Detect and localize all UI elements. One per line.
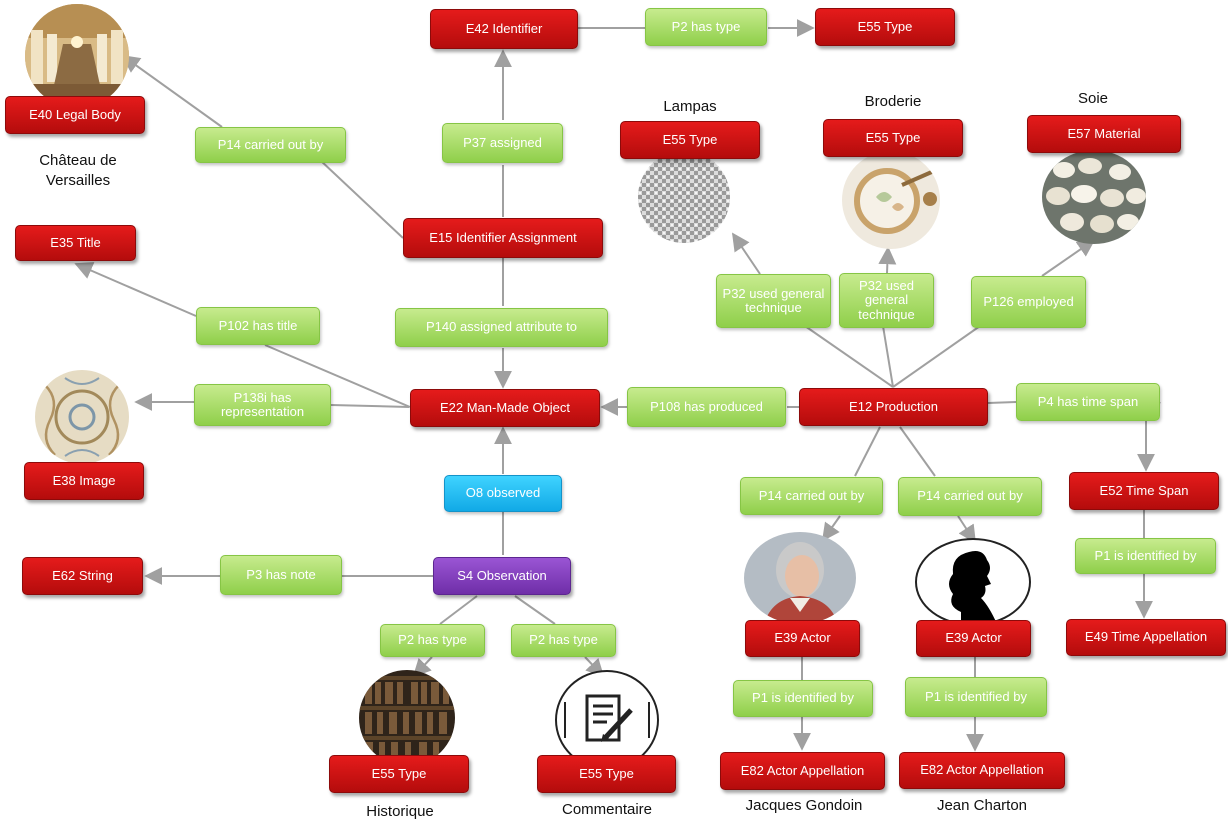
caption-commentaire: Commentaire: [561, 801, 653, 818]
node-e39-actor-charton[interactable]: E39 Actor: [916, 620, 1031, 657]
prop-o8-observed[interactable]: O8 observed: [444, 475, 562, 512]
caption-jean-charton: Jean Charton: [936, 797, 1028, 814]
node-e55-type-broderie[interactable]: E55 Type: [823, 119, 963, 157]
node-e40-legal-body[interactable]: E40 Legal Body: [5, 96, 145, 134]
silk-cocoons-image: [1042, 150, 1146, 244]
node-e55-type-commentaire[interactable]: E55 Type: [537, 755, 676, 793]
embroidered-textile-image: [35, 370, 129, 464]
node-e55-type-top[interactable]: E55 Type: [815, 8, 955, 46]
edge-e22-p138: [330, 404, 410, 408]
node-e55-type-historique[interactable]: E55 Type: [329, 755, 469, 793]
embroidery-hoop-image: [842, 151, 940, 249]
edge-e12-p4: [987, 401, 1017, 404]
prop-p102-has-title[interactable]: P102 has title: [196, 307, 320, 345]
prop-p108-has-produced[interactable]: P108 has produced: [627, 387, 786, 427]
caption-lampas: Lampas: [663, 98, 717, 115]
library-shelves-image: [359, 670, 455, 766]
prop-p14-carried-out-by-charton[interactable]: P14 carried out by: [898, 477, 1042, 516]
prop-p37-assigned[interactable]: P37 assigned: [442, 123, 563, 163]
prop-p14-carried-out-by-gondoin[interactable]: P14 carried out by: [740, 477, 883, 515]
edge-p32a-lampas: [731, 232, 761, 275]
node-e35-title[interactable]: E35 Title: [15, 225, 136, 261]
edge-e12-p14b: [899, 426, 936, 477]
prop-p1-is-identified-by-charton[interactable]: P1 is identified by: [905, 677, 1047, 717]
edge-p32b-broderie: [878, 246, 897, 274]
edge-s4-p2b: [514, 595, 556, 625]
node-e12-production[interactable]: E12 Production: [799, 388, 988, 426]
edge-e12-p32a: [804, 325, 894, 388]
caption-historique: Historique: [366, 803, 434, 820]
node-e82-actor-appellation-charton[interactable]: E82 Actor Appellation: [899, 752, 1065, 789]
prop-p4-has-time-span[interactable]: P4 has time span: [1016, 383, 1160, 421]
edge-p126-soie: [1041, 238, 1096, 277]
node-e82-actor-appellation-gondoin[interactable]: E82 Actor Appellation: [720, 752, 885, 790]
prop-p138i-has-representation[interactable]: P138i has representation: [194, 384, 331, 426]
edge-e12-p32b: [882, 325, 894, 388]
node-e42-identifier[interactable]: E42 Identifier: [430, 9, 578, 49]
prop-p140-assigned-attribute-to[interactable]: P140 assigned attribute to: [395, 308, 608, 347]
node-e55-type-lampas[interactable]: E55 Type: [620, 121, 760, 159]
node-e38-image[interactable]: E38 Image: [24, 462, 144, 500]
lampas-weave-image: [638, 151, 730, 243]
caption-broderie: Broderie: [864, 93, 922, 110]
prop-p14-carried-out-by-legal[interactable]: P14 carried out by: [195, 127, 346, 163]
prop-p32-used-general-technique-broderie[interactable]: P32 used general technique: [839, 273, 934, 328]
prop-p3-has-note[interactable]: P3 has note: [220, 555, 342, 595]
document-pen-icon: [555, 670, 659, 770]
caption-soie: Soie: [1077, 90, 1109, 107]
node-e62-string[interactable]: E62 String: [22, 557, 143, 595]
edge-p102-e35: [74, 262, 197, 317]
prop-p2-has-type-commentaire[interactable]: P2 has type: [511, 624, 616, 657]
actor-portrait-image: [744, 532, 856, 624]
edge-e12-p126: [892, 325, 981, 388]
caption-jacques-gondoin: Jacques Gondoin: [745, 797, 863, 814]
prop-p1-is-identified-by-time[interactable]: P1 is identified by: [1075, 538, 1216, 574]
prop-p32-used-general-technique-lampas[interactable]: P32 used general technique: [716, 274, 831, 328]
node-e15-identifier-assignment[interactable]: E15 Identifier Assignment: [403, 218, 603, 258]
prop-p1-is-identified-by-gondoin[interactable]: P1 is identified by: [733, 680, 873, 717]
caption-chateau-de-versailles: Château de Versailles: [39, 152, 117, 190]
edge-s4-p2a: [439, 595, 478, 625]
node-e57-material[interactable]: E57 Material: [1027, 115, 1181, 153]
edge-e12-p14a: [854, 426, 881, 477]
node-s4-observation[interactable]: S4 Observation: [433, 557, 571, 595]
actor-silhouette-image: [915, 538, 1031, 626]
prop-p2-has-type-historique[interactable]: P2 has type: [380, 624, 485, 657]
prop-p2-has-type-top[interactable]: P2 has type: [645, 8, 767, 46]
node-e49-time-appellation[interactable]: E49 Time Appellation: [1066, 619, 1226, 656]
edge-e15-p14: [319, 159, 404, 239]
prop-p126-employed[interactable]: P126 employed: [971, 276, 1086, 328]
versailles-hall-image: [25, 4, 129, 108]
node-e22-man-made-object[interactable]: E22 Man-Made Object: [410, 389, 600, 427]
node-e39-actor-gondoin[interactable]: E39 Actor: [745, 620, 860, 657]
node-e52-time-span[interactable]: E52 Time Span: [1069, 472, 1219, 510]
